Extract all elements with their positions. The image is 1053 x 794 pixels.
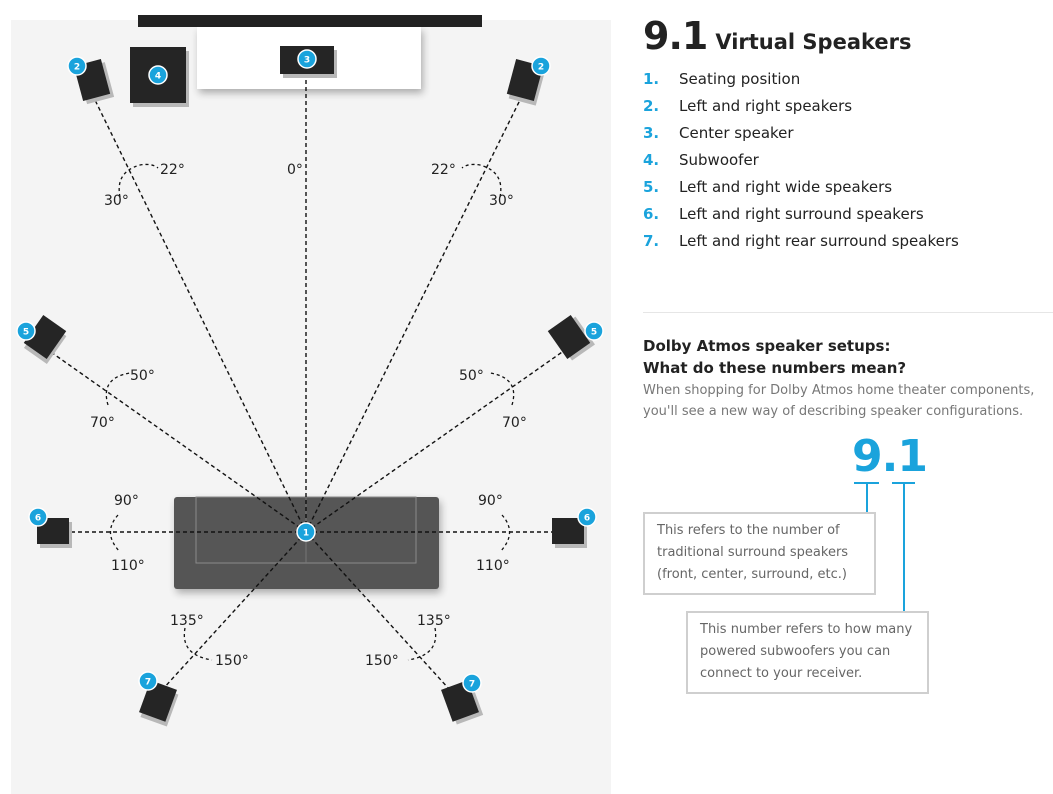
tv-screen — [138, 15, 482, 27]
angle-label-front-right-min: 22° — [431, 162, 456, 178]
legend-item: 2. Left and right speakers — [643, 93, 1053, 120]
legend-item: 4. Subwoofer — [643, 147, 1053, 174]
legend-label: Left and right speakers — [679, 97, 853, 115]
explainer-heading-line: Dolby Atmos speaker setups: — [643, 337, 891, 355]
explainer-description: When shopping for Dolby Atmos home theat… — [643, 380, 1053, 422]
legend-item: 6. Left and right surround speakers — [643, 201, 1053, 228]
callout-line: (front, center, surround, etc.) — [657, 567, 847, 582]
badge-label: 7 — [469, 680, 475, 690]
legend-number: 6. — [643, 205, 660, 223]
bracket-sub-stem — [903, 482, 905, 612]
legend-label: Left and right surround speakers — [679, 205, 924, 223]
speaker-number-badge: 6 — [577, 507, 597, 527]
legend-label: Center speaker — [679, 124, 794, 142]
angle-label-center: 0° — [287, 162, 303, 178]
angle-label-front-left-min: 22° — [160, 162, 185, 178]
badge-label: 5 — [591, 328, 597, 338]
badge-label: 1 — [303, 529, 309, 539]
angle-arcs — [105, 163, 515, 661]
title-text: Virtual Speakers — [715, 30, 912, 54]
angle-label-rear-right-min: 135° — [417, 613, 451, 629]
badge-label: 3 — [304, 56, 310, 66]
speaker-number-badge: 3 — [297, 49, 317, 69]
legend-number: 4. — [643, 151, 660, 169]
badge-label: 5 — [23, 328, 29, 338]
legend-number: 2. — [643, 97, 660, 115]
line-front-left — [94, 99, 307, 533]
explainer-heading: Dolby Atmos speaker setups: What do thes… — [643, 335, 906, 379]
callout-subwoofers: This number refers to how many powered s… — [686, 611, 929, 694]
speaker-number-badge: 1 — [296, 522, 316, 542]
angle-lines — [47, 72, 566, 691]
badge-label: 7 — [145, 678, 151, 688]
angle-label-rear-right-max: 150° — [365, 653, 399, 669]
title-number: 9.1 — [643, 14, 708, 58]
legend-item: 1. Seating position — [643, 66, 1053, 93]
legend-panel: 9.1 Virtual Speakers 1. Seating position … — [643, 14, 1053, 255]
badge-label: 2 — [538, 63, 544, 73]
legend-item: 3. Center speaker — [643, 120, 1053, 147]
speaker-number-badge: 7 — [462, 673, 482, 693]
angle-label-wide-right-max: 70° — [502, 415, 527, 431]
angle-label-surround-left-max: 110° — [111, 558, 145, 574]
legend-label: Seating position — [679, 70, 801, 88]
angle-label-wide-right-min: 50° — [459, 368, 484, 384]
line-wide-right — [305, 349, 566, 533]
speaker-legend: 1. Seating position 2. Left and right spea… — [643, 66, 1053, 255]
badge-label: 4 — [155, 72, 161, 82]
explainer-heading-line: What do these numbers mean? — [643, 359, 907, 377]
angle-label-front-right-max: 30° — [489, 193, 514, 209]
callout-line: This number refers to how many — [700, 622, 913, 637]
callout-line: powered subwoofers you can — [700, 644, 891, 659]
badge-label: 2 — [74, 63, 80, 73]
bracket-main-stem — [866, 482, 868, 513]
legend-number: 1. — [643, 70, 660, 88]
legend-number: 5. — [643, 178, 660, 196]
angle-label-surround-left-min: 90° — [114, 493, 139, 509]
speaker-wide-left — [23, 315, 67, 364]
config-number: 9.1 — [852, 431, 928, 482]
speaker-number-badge: 5 — [16, 321, 36, 341]
speaker-number-badge: 2 — [67, 56, 87, 76]
speaker-layout-diagram: 0° 22° 30° 22° 30° 50° 70° 50° 70° 90° 1… — [16, 15, 604, 727]
legend-label: Left and right wide speakers — [679, 178, 893, 196]
legend-number: 3. — [643, 124, 660, 142]
angle-label-front-left-max: 30° — [104, 193, 129, 209]
speaker-number-badge: 5 — [584, 321, 604, 341]
speaker-number-badge: 2 — [531, 56, 551, 76]
callout-speakers: This refers to the number of traditional… — [643, 512, 876, 595]
line-wide-left — [47, 349, 307, 533]
line-rear-right — [305, 531, 451, 691]
badge-label: 6 — [584, 514, 590, 524]
description-line: you'll see a new way of describing speak… — [643, 404, 1024, 419]
speaker-number-badge: 6 — [28, 507, 48, 527]
speaker-surround-right — [552, 518, 587, 548]
angle-label-surround-right-min: 90° — [478, 493, 503, 509]
speaker-number-badge: 7 — [138, 671, 158, 691]
line-rear-left — [161, 531, 307, 691]
legend-number: 7. — [643, 232, 660, 250]
section-divider — [643, 312, 1053, 313]
angle-label-surround-right-max: 110° — [476, 558, 510, 574]
speaker-number-badge: 4 — [148, 65, 168, 85]
line-front-right — [305, 99, 521, 533]
angle-label-wide-left-min: 50° — [130, 368, 155, 384]
panel-title: 9.1 Virtual Speakers — [643, 14, 1053, 58]
legend-label: Left and right rear surround speakers — [679, 232, 959, 250]
callout-line: traditional surround speakers — [657, 545, 849, 560]
legend-item: 7. Left and right rear surround speakers — [643, 228, 1053, 255]
legend-item: 5. Left and right wide speakers — [643, 174, 1053, 201]
angle-label-rear-left-min: 135° — [170, 613, 204, 629]
callout-line: connect to your receiver. — [700, 666, 863, 681]
legend-label: Subwoofer — [679, 151, 759, 169]
badge-label: 6 — [35, 514, 41, 524]
angle-label-wide-left-max: 70° — [90, 415, 115, 431]
callout-line: This refers to the number of — [657, 523, 840, 538]
speaker-wide-right — [547, 315, 595, 361]
description-line: When shopping for Dolby Atmos home theat… — [643, 383, 1035, 398]
room-floor — [11, 20, 611, 794]
angle-label-rear-left-max: 150° — [215, 653, 249, 669]
